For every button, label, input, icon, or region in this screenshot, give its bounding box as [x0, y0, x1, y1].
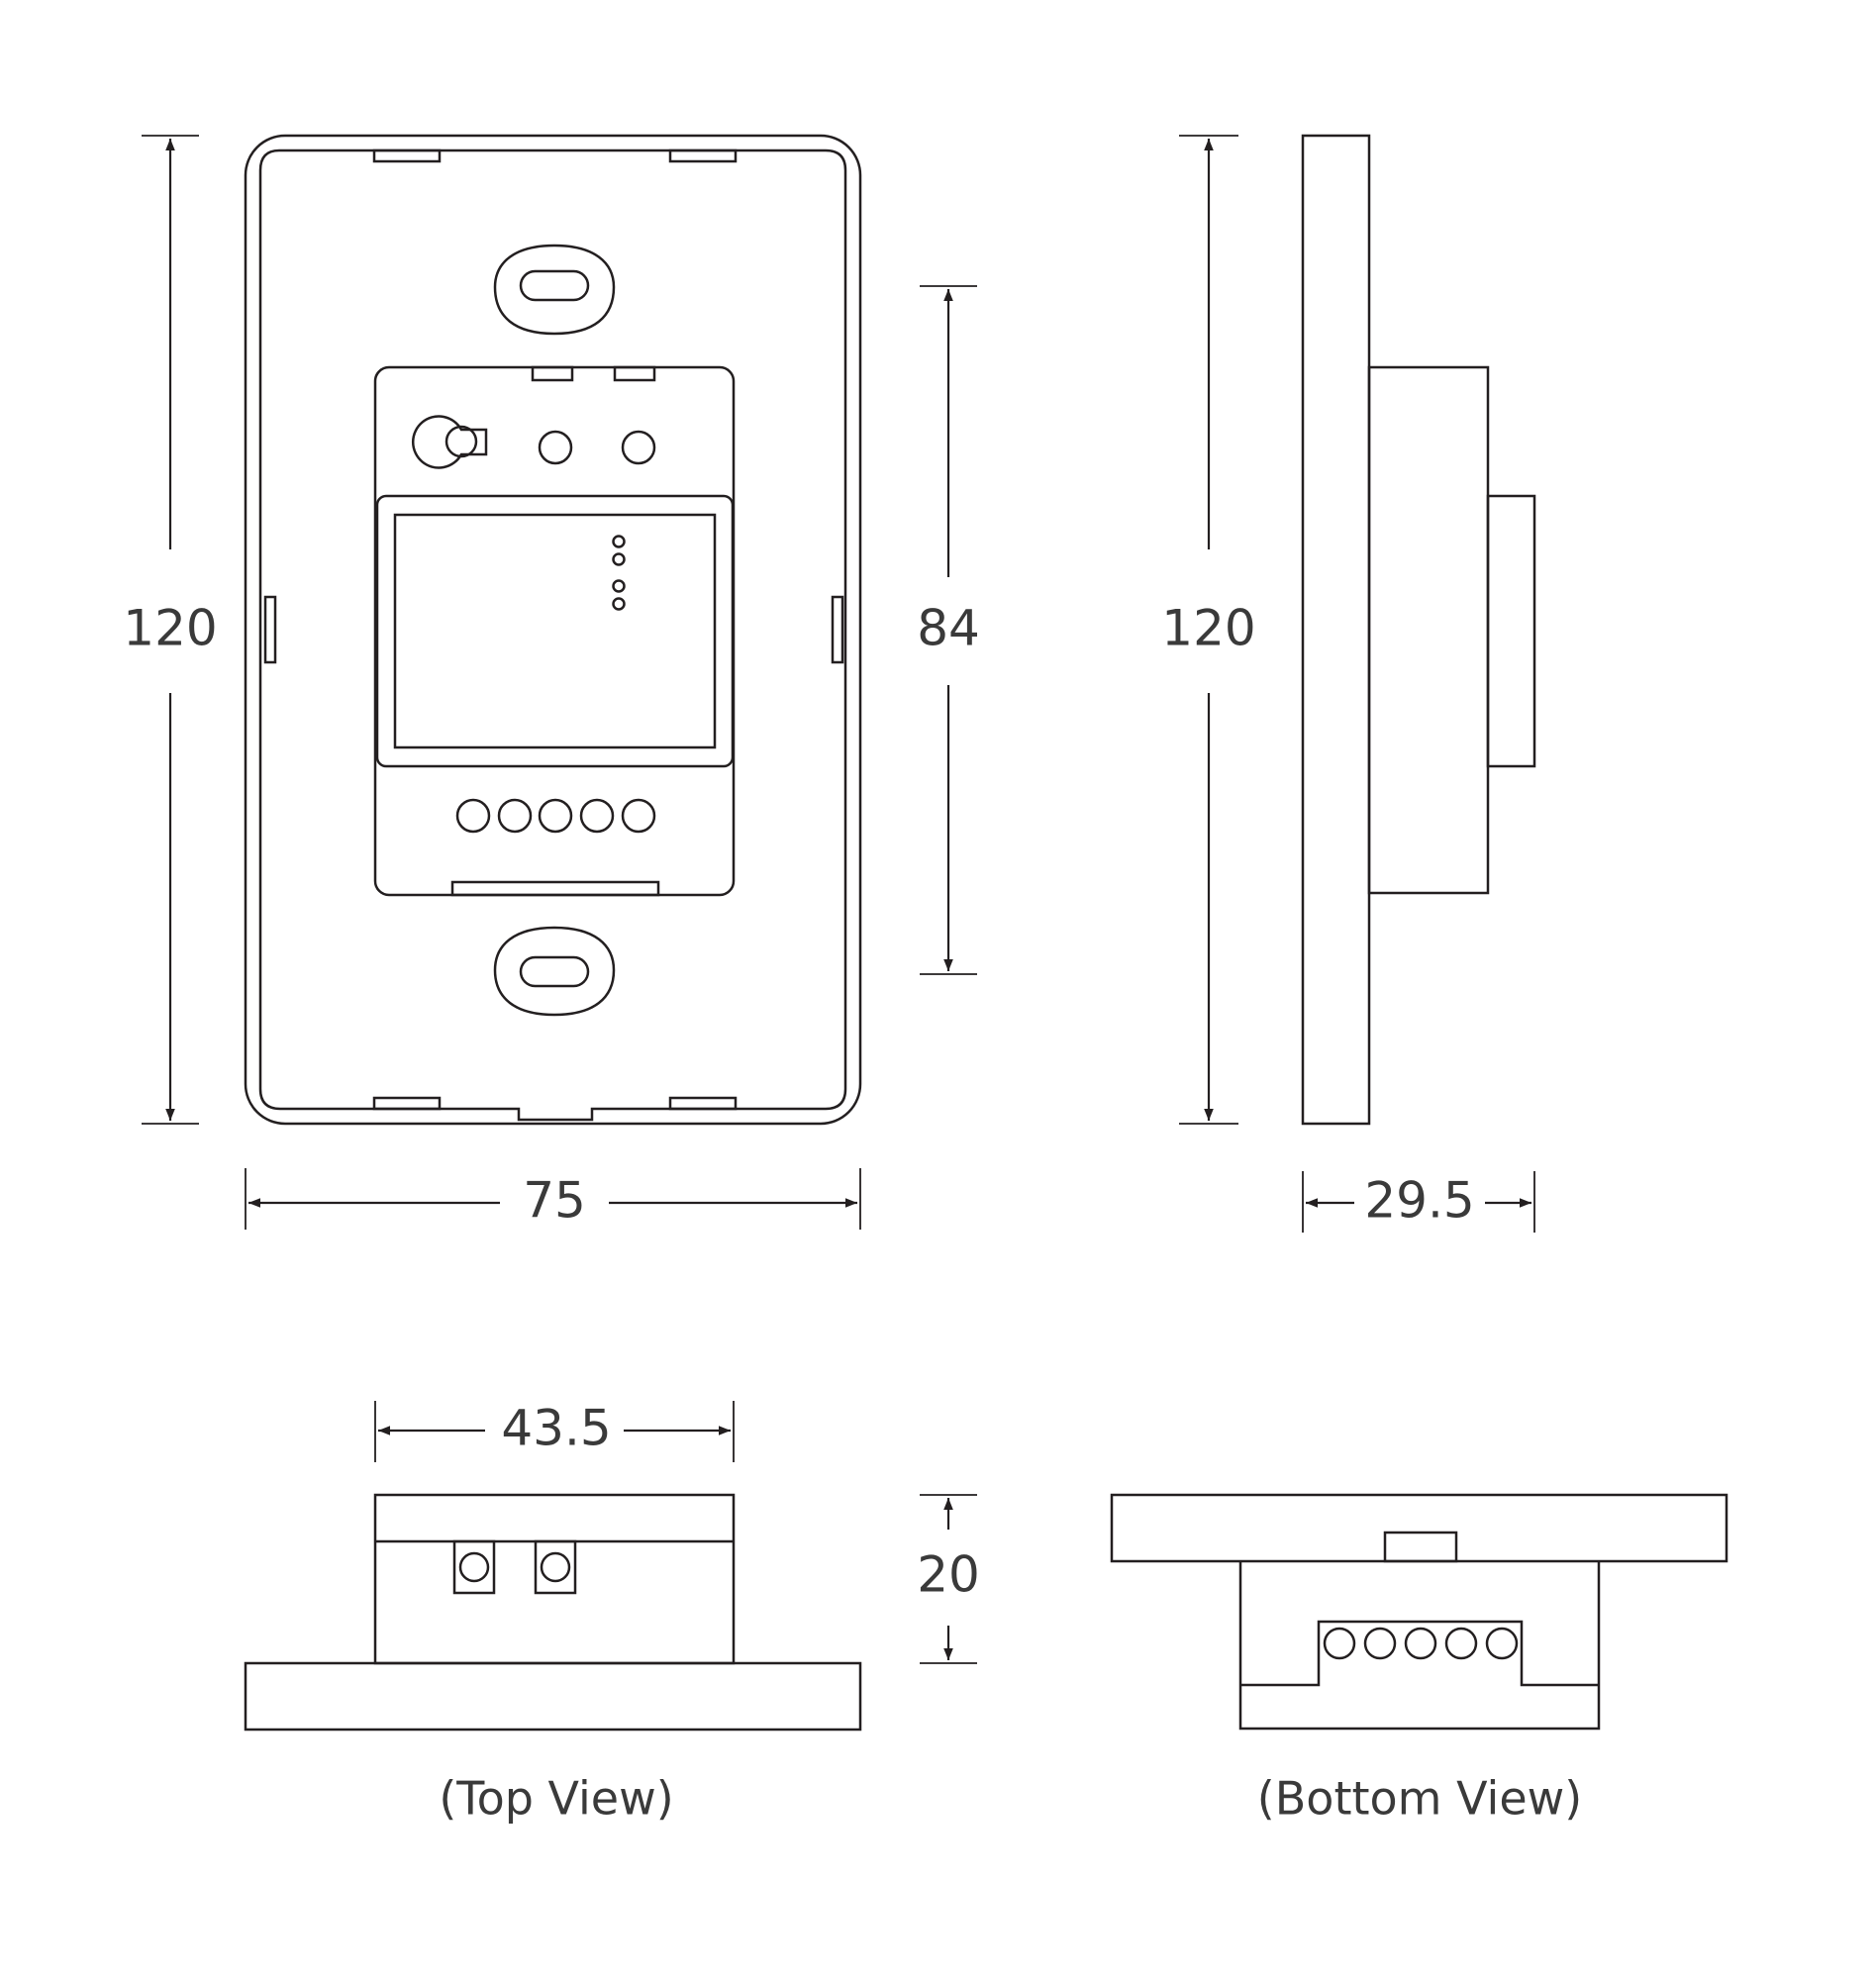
bottom-terminal-1: [1323, 1627, 1356, 1660]
module-height-label: 84: [917, 600, 980, 657]
top-height-label: 20: [917, 1546, 980, 1604]
top-clip-right: [668, 148, 738, 163]
front-width-label: 75: [523, 1172, 586, 1230]
top-view-caption: (Top View): [439, 1772, 673, 1826]
top-mount-slot: [519, 269, 590, 302]
indicator-dot-1: [612, 535, 626, 548]
side-view: 120 29.5: [1161, 134, 1536, 1233]
bottom-terminal-recess: [1240, 1620, 1599, 1687]
front-height-label: 120: [123, 600, 217, 657]
terminal-3: [538, 798, 573, 834]
side-plate: [1301, 134, 1371, 1126]
terminal-5: [621, 798, 656, 834]
bottom-view: (Bottom View): [1110, 1493, 1728, 1826]
top-module-body: [373, 1493, 736, 1665]
module-tab-left: [531, 365, 574, 382]
top-clip-left: [372, 148, 442, 163]
bottom-module-body: [1238, 1561, 1601, 1731]
bottom-terminal-3: [1404, 1627, 1437, 1660]
indicator-dot-3: [612, 579, 626, 593]
indicator-dot-4: [612, 597, 626, 611]
module-button-right: [621, 430, 656, 465]
bottom-clip-right: [668, 1096, 738, 1111]
front-plate-inner-rim: [258, 148, 847, 1122]
terminal-1: [455, 798, 491, 834]
terminal-2: [497, 798, 533, 834]
module-bottom-strip: [450, 880, 660, 897]
module-window: [393, 513, 717, 749]
side-clip-left: [263, 595, 277, 664]
side-module-body: [1367, 365, 1490, 895]
side-module-window: [1486, 494, 1536, 768]
module-tab-right: [613, 365, 656, 382]
top-width-label: 43.5: [501, 1400, 611, 1457]
indicator-dot-2: [612, 552, 626, 566]
top-mount-hole: [493, 244, 616, 336]
top-terminal-screw-right: [540, 1551, 571, 1583]
bottom-plate: [1110, 1493, 1728, 1563]
top-terminal-screw-left: [458, 1551, 490, 1583]
terminal-4: [579, 798, 615, 834]
top-view: 43.5 20 (Top View): [244, 1400, 980, 1826]
hook-symbol-ring: [444, 425, 478, 458]
module-button-left: [538, 430, 573, 465]
top-plate: [244, 1661, 862, 1732]
front-view: 120 75 84: [123, 134, 980, 1230]
bottom-mount-hole: [493, 926, 616, 1017]
side-height-label: 120: [1161, 600, 1255, 657]
module-window-frame: [375, 494, 735, 768]
front-plate-outline: [244, 134, 862, 1126]
module-body: [373, 365, 736, 897]
side-clip-right: [831, 595, 844, 664]
bottom-mount-slot: [519, 955, 590, 988]
side-depth-label: 29.5: [1364, 1172, 1474, 1230]
bottom-terminal-2: [1363, 1627, 1397, 1660]
hook-symbol: [412, 415, 488, 469]
bottom-plate-tab: [1383, 1531, 1458, 1563]
bottom-terminal-4: [1444, 1627, 1478, 1660]
top-terminal-block-left: [452, 1539, 496, 1595]
top-terminal-block-right: [534, 1539, 577, 1595]
bottom-view-caption: (Bottom View): [1257, 1772, 1582, 1826]
bottom-clip-left: [372, 1096, 442, 1111]
bottom-terminal-5: [1485, 1627, 1519, 1660]
